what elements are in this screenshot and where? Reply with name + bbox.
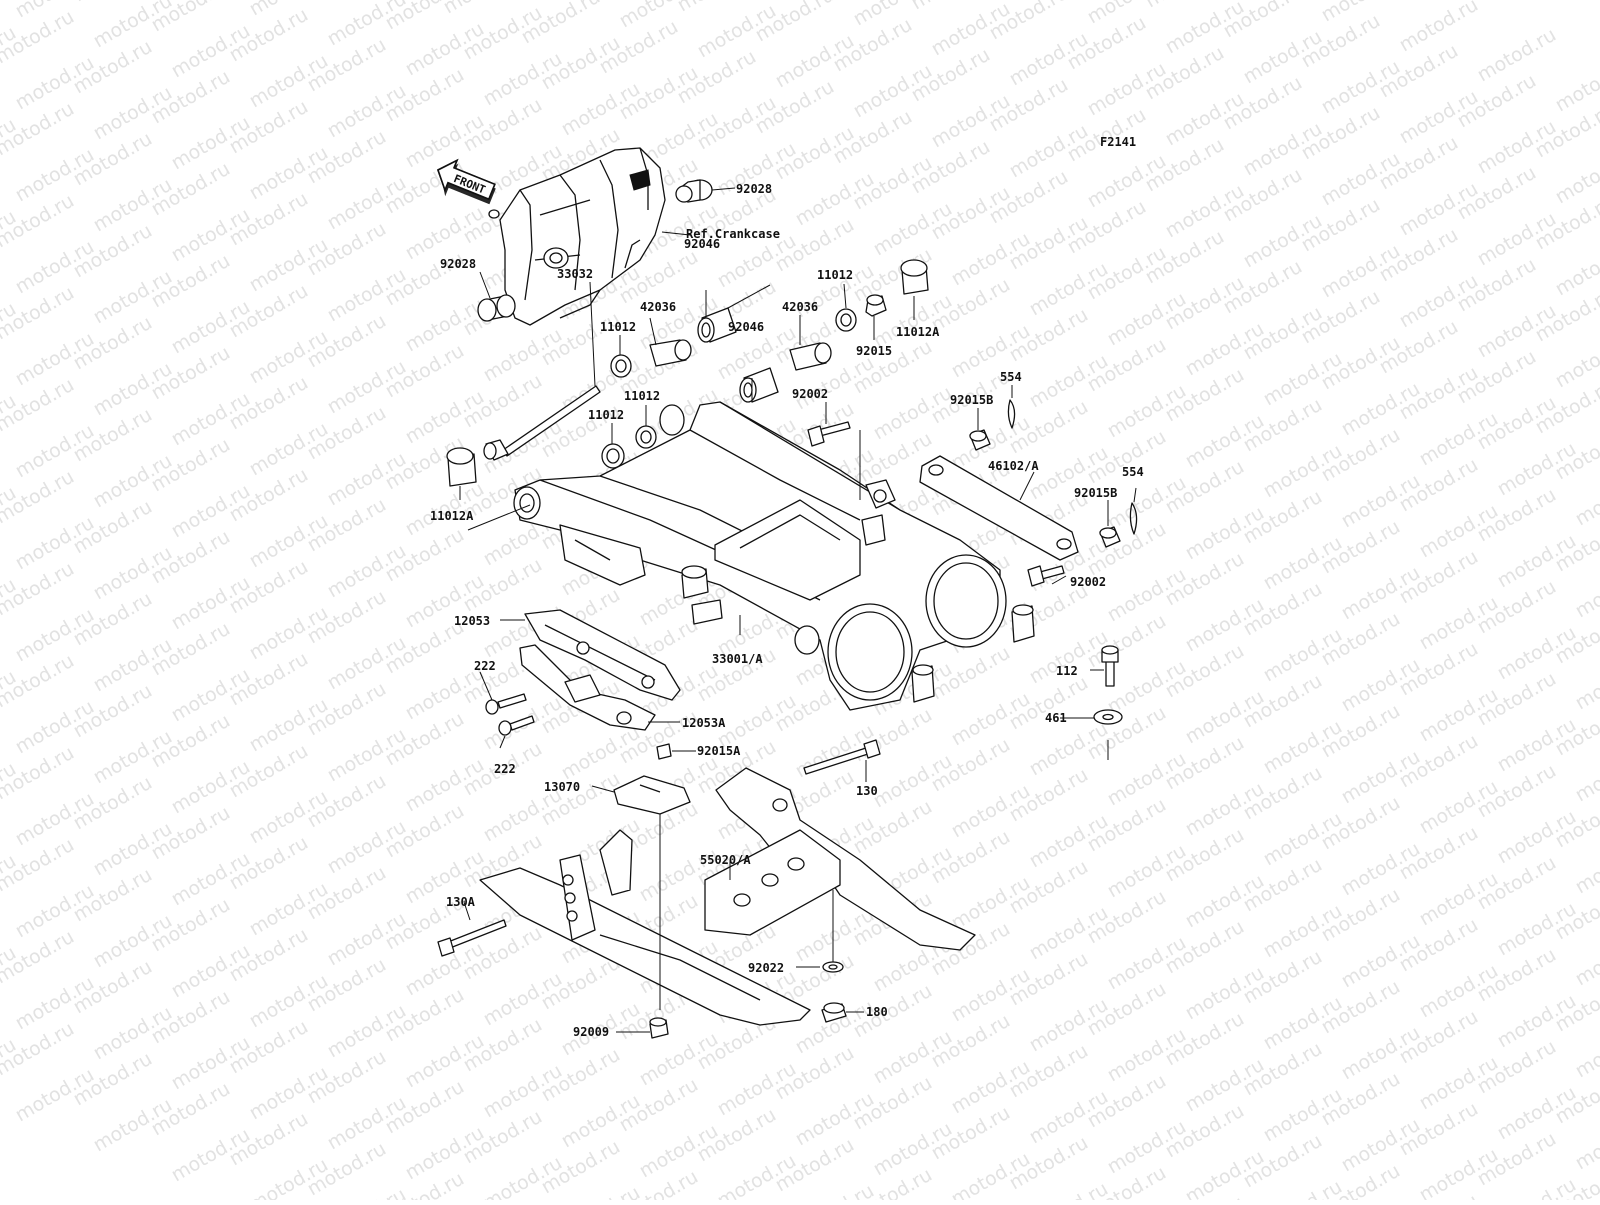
part-92015A-nut[interactable] [657, 744, 671, 759]
label-92015B-upper[interactable]: 92015B [950, 393, 993, 407]
part-11012-seal-mid[interactable] [636, 426, 656, 448]
label-222-lower[interactable]: 222 [494, 762, 516, 776]
label-130[interactable]: 130 [856, 784, 878, 798]
label-554-upper[interactable]: 554 [1000, 370, 1022, 384]
label-12053A[interactable]: 12053A [682, 716, 726, 730]
label-92028-left[interactable]: 92028 [440, 257, 476, 271]
figure-code: F2141 [1100, 135, 1136, 149]
part-92009-screw[interactable] [650, 1018, 668, 1038]
part-11012-seal-low[interactable] [602, 444, 624, 468]
label-92015B-lower[interactable]: 92015B [1074, 486, 1117, 500]
watermark-text: motod.ru [1572, 652, 1600, 715]
watermark-text: motod.ru [1572, 744, 1600, 807]
label-11012-low[interactable]: 11012 [588, 408, 624, 422]
label-11012-left[interactable]: 11012 [600, 320, 636, 334]
label-33032[interactable]: 33032 [557, 267, 593, 281]
label-42036-right[interactable]: 42036 [782, 300, 818, 314]
label-13070[interactable]: 13070 [544, 780, 580, 794]
part-11012-seal-top[interactable] [836, 309, 856, 331]
label-112[interactable]: 112 [1056, 664, 1078, 678]
label-222-upper[interactable]: 222 [474, 659, 496, 673]
label-461[interactable]: 461 [1045, 711, 1067, 725]
watermark-text: motod.ru [1572, 1112, 1600, 1175]
label-92022[interactable]: 92022 [748, 961, 784, 975]
label-554-lower[interactable]: 554 [1122, 465, 1144, 479]
label-180[interactable]: 180 [866, 1005, 888, 1019]
label-11012A-left[interactable]: 11012A [430, 509, 474, 523]
part-92022-washer[interactable] [823, 962, 843, 972]
label-92015A[interactable]: 92015A [697, 744, 741, 758]
part-461-washer[interactable] [1094, 710, 1122, 724]
label-33001-A[interactable]: 33001/A [712, 652, 763, 666]
label-92046-top[interactable]: 92046 [684, 237, 720, 251]
label-11012-top[interactable]: 11012 [817, 268, 853, 282]
part-11012A-left-cap[interactable] [447, 448, 476, 486]
label-92002-upper[interactable]: 92002 [792, 387, 828, 401]
watermark-text: motod.ru [1572, 928, 1600, 991]
label-92002-lower[interactable]: 92002 [1070, 575, 1106, 589]
label-12053[interactable]: 12053 [454, 614, 490, 628]
part-11012-seal-left[interactable] [611, 355, 631, 377]
label-92009[interactable]: 92009 [573, 1025, 609, 1039]
label-130A[interactable]: 130A [446, 895, 476, 909]
label-46102-A[interactable]: 46102/A [988, 459, 1039, 473]
watermark-text: motod.ru [1572, 1020, 1600, 1083]
label-11012-mid[interactable]: 11012 [624, 389, 660, 403]
part-92015-nut[interactable] [866, 295, 886, 316]
label-55020-A[interactable]: 55020/A [700, 853, 751, 867]
watermark-text: motod.ru [1572, 468, 1600, 531]
label-92046-lower[interactable]: 92046 [728, 320, 764, 334]
label-92015[interactable]: 92015 [856, 344, 892, 358]
label-92028-top[interactable]: 92028 [736, 182, 772, 196]
watermark-text: motod.ru [1572, 560, 1600, 623]
watermark-text: motod.ru [948, 1148, 1034, 1200]
part-92046-bearing-lower[interactable] [740, 368, 778, 402]
label-42036-left[interactable]: 42036 [640, 300, 676, 314]
watermark-text: motod.ru [1572, 836, 1600, 899]
label-11012A-top[interactable]: 11012A [896, 325, 940, 339]
part-11012A-top-cap[interactable] [901, 260, 928, 294]
